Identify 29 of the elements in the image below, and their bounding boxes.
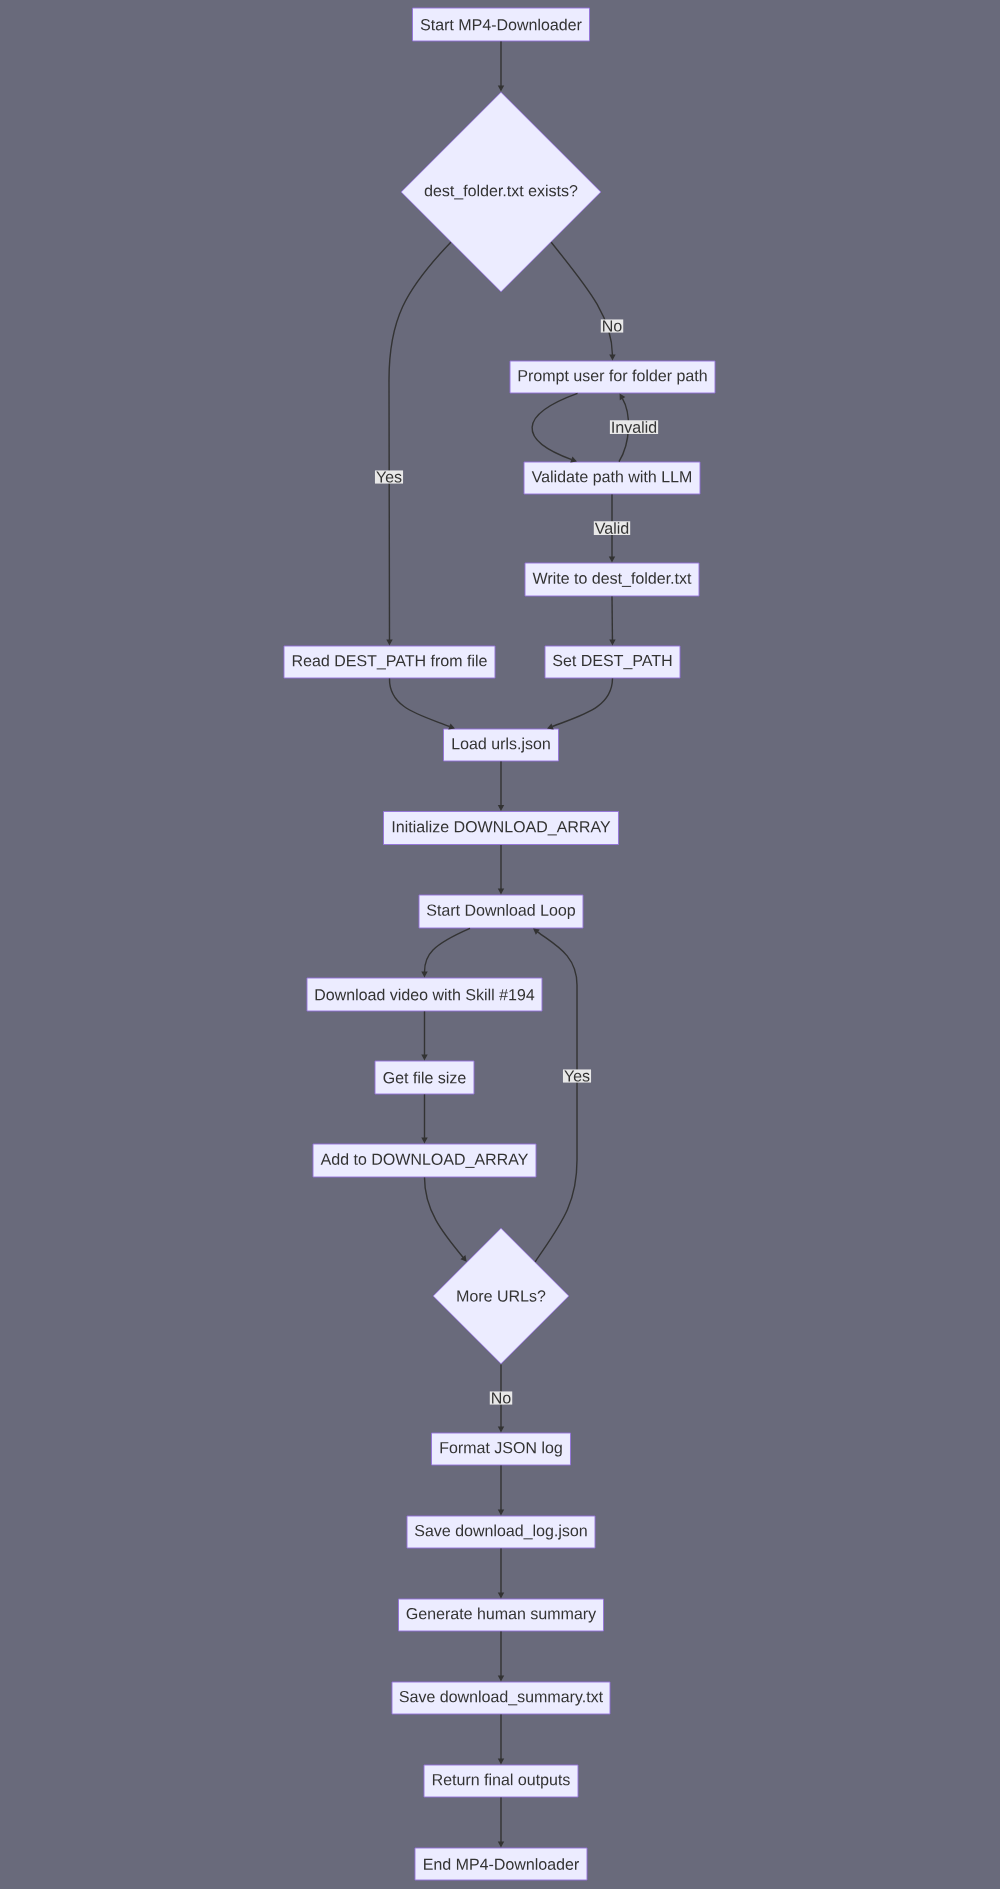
process-box: Prompt user for folder path [509,360,716,394]
process-box: Load urls.json [443,728,559,762]
arrow [423,1176,467,1262]
process-box: End MP4-Downloader [414,1847,588,1881]
edge-label: Yes [562,1069,592,1083]
process-box: Start Download Loop [418,894,584,929]
edge-label: No [600,319,624,333]
process-box: Return final outputs [423,1764,579,1798]
arrow [547,677,614,730]
process-box: Initialize DOWNLOAD_ARRAY [383,811,619,845]
process-box: Get file size [374,1060,475,1095]
edge-label: Invalid [609,420,659,434]
arrow [388,677,455,730]
process-box: Set DEST_PATH [544,645,681,679]
process-box: Save download_log.json [406,1515,596,1549]
process-box: Read DEST_PATH from file [283,645,496,679]
edge-label: Valid [593,521,631,535]
edge-label: Yes [374,470,404,484]
arrow [533,928,578,1263]
process-box: Generate human summary [398,1598,604,1632]
process-box: Save download_summary.txt [391,1681,611,1715]
process-box: Download video with Skill #194 [306,977,543,1012]
edge-label: No [489,1391,513,1405]
process-box: Format JSON log [431,1432,571,1466]
process-box: Write to dest_folder.txt [524,562,700,597]
arrow [531,392,579,463]
process-box: Add to DOWNLOAD_ARRAY [312,1143,537,1178]
process-box: Start MP4-Downloader [412,7,590,42]
process-box: Validate path with LLM [523,461,701,495]
